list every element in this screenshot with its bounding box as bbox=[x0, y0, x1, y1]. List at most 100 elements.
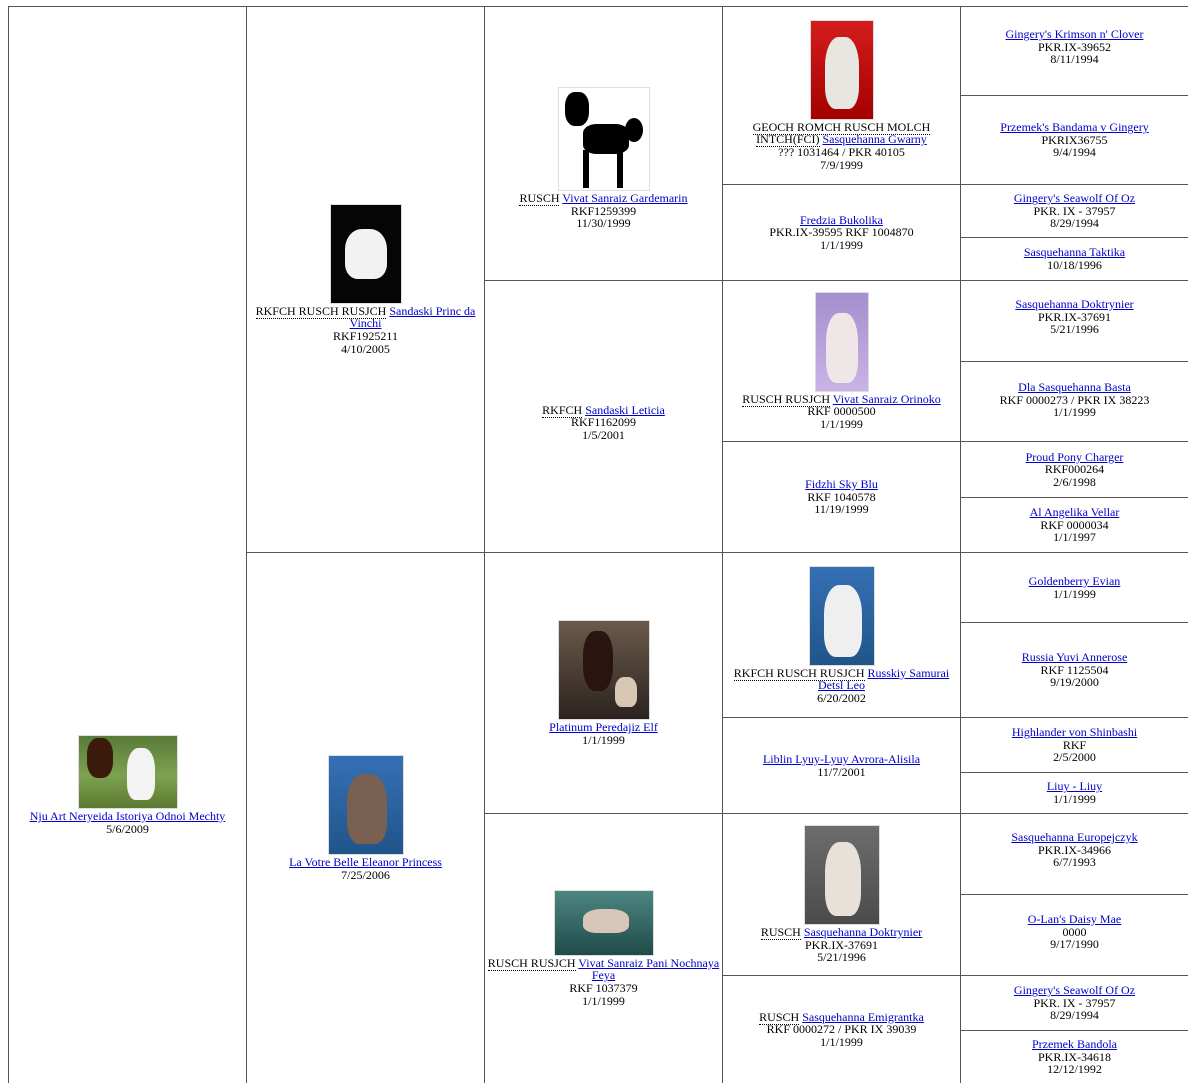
dob-text: 1/1/1999 bbox=[1053, 792, 1096, 806]
reg-text: RKF 1037379 bbox=[569, 981, 638, 995]
dog-photo[interactable] bbox=[803, 825, 880, 926]
dog-name-link[interactable]: Vivat Sanraiz Gardemarin bbox=[562, 191, 688, 206]
g5-cell: Russia Yuvi Annerose RKF 1125504 9/19/20… bbox=[961, 623, 1188, 717]
g5-cell: Przemek Bandola PKR.IX-34618 12/12/1992 bbox=[961, 1031, 1188, 1083]
dob-text: 1/1/1999 bbox=[1053, 405, 1096, 420]
g5-cell: Sasquehanna Europejczyk PKR.IX-34966 6/7… bbox=[961, 814, 1188, 894]
dog-name-link[interactable]: Przemek Bandola bbox=[1032, 1037, 1117, 1052]
dog-name-link[interactable]: Dla Sasquehanna Basta bbox=[1018, 380, 1131, 394]
sss-cell: GEOCH ROMCH RUSCH MOLCH INTCH(FCI) Sasqu… bbox=[723, 7, 960, 184]
title-text: RKFCH bbox=[542, 402, 583, 418]
sdd-cell: Fidzhi Sky Blu RKF 1040578 11/19/1999 bbox=[723, 442, 960, 552]
dob-text: 12/12/1992 bbox=[1047, 1062, 1102, 1077]
dog-name-link[interactable]: Sasquehanna Doktrynier bbox=[803, 925, 923, 940]
dog-photo[interactable] bbox=[327, 754, 404, 855]
dog-name-link[interactable]: O-Lan's Daisy Mae bbox=[1027, 912, 1122, 926]
reg-text: ??? 1031464 / PKR 40105 bbox=[778, 145, 905, 159]
grid-line bbox=[960, 237, 1188, 238]
grid-line bbox=[722, 6, 723, 1083]
dob-text: 7/9/1999 bbox=[820, 157, 863, 172]
dog-name-link[interactable]: Fredzia Bukolika bbox=[800, 212, 883, 227]
dog-name-link[interactable]: Gingery's Seawolf Of Oz bbox=[1013, 191, 1136, 206]
dog-name-link[interactable]: Al Angelika Vellar bbox=[1029, 505, 1120, 520]
grid-line bbox=[246, 552, 1188, 553]
dog-photo[interactable] bbox=[814, 291, 869, 392]
grid-line bbox=[484, 6, 485, 1083]
dog-photo[interactable] bbox=[808, 565, 875, 666]
dob-text: 9/17/1990 bbox=[1050, 937, 1099, 952]
dog-photo[interactable] bbox=[809, 19, 874, 120]
dss-cell: RKFCH RUSCH RUSJCH Russkiy Samurai Detsl… bbox=[723, 553, 960, 717]
g5-cell: Przemek's Bandama v Gingery PKRIX36755 9… bbox=[961, 96, 1188, 184]
title-text: RKFCH RUSCH RUSJCH bbox=[733, 665, 865, 681]
dog-name-link[interactable]: Sandaski Leticia bbox=[585, 402, 665, 417]
dog-name-link[interactable]: Vivat Sanraiz Pani Nochnaya Feya bbox=[578, 955, 720, 983]
title-text: RUSCH RUSJCH bbox=[487, 955, 576, 971]
dog-name-link[interactable]: Highlander von Shinbashi bbox=[1011, 725, 1138, 740]
reg-text: RKF1925211 bbox=[333, 329, 398, 343]
reg-text: RKF bbox=[1062, 737, 1087, 752]
reg-text: PKRIX36755 bbox=[1041, 132, 1108, 147]
reg-text: PKR.IX-37691 bbox=[1037, 309, 1111, 324]
dsd-cell: Liblin Lyuy-Lyuy Avrora-Alisila 11/7/200… bbox=[723, 718, 960, 813]
grid-line bbox=[246, 6, 247, 1083]
g5-cell: Gingery's Krimson n' Clover PKR.IX-39652… bbox=[961, 7, 1188, 95]
title-text: RKFCH RUSCH RUSJCH bbox=[255, 303, 387, 319]
dog-name-link[interactable]: Nju Art Neryeida Istoriya Odnoi Mechty bbox=[29, 808, 226, 823]
sd-cell: RKFCH Sandaski Leticia RKF1162099 1/5/20… bbox=[485, 281, 722, 552]
dog-name-link[interactable]: Sasquehanna Europejczyk bbox=[1011, 830, 1138, 844]
dog-name-link[interactable]: Goldenberry Evian bbox=[1028, 573, 1121, 588]
dog-photo[interactable] bbox=[77, 734, 178, 809]
reg-text: PKR.IX-39595 RKF 1004870 bbox=[769, 225, 914, 240]
dam-cell: La Votre Belle Eleanor Princess 7/25/200… bbox=[247, 553, 484, 1083]
dog-name-link[interactable]: Fidzhi Sky Blu bbox=[805, 477, 878, 492]
dog-name-link[interactable]: Liuy - Liuy bbox=[1046, 779, 1103, 794]
ssd-cell: Fredzia Bukolika PKR.IX-39595 RKF 100487… bbox=[723, 185, 960, 280]
dog-name-link[interactable]: La Votre Belle Eleanor Princess bbox=[289, 854, 442, 869]
dog-name-link[interactable]: Russkiy Samurai Detsl Leo bbox=[818, 665, 950, 693]
dog-name-link[interactable]: Przemek's Bandama v Gingery bbox=[1000, 120, 1149, 135]
dob-text: 9/19/2000 bbox=[1050, 675, 1099, 690]
grid-line bbox=[722, 975, 1188, 976]
grid-line bbox=[722, 184, 1188, 185]
dog-name-link[interactable]: Sasquehanna Gwarny bbox=[822, 132, 927, 147]
reg-text: PKR.IX-34618 bbox=[1037, 1049, 1111, 1064]
dog-name-link[interactable]: Gingery's Krimson n' Clover bbox=[1005, 27, 1144, 41]
dog-name-link[interactable]: Sasquehanna Doktrynier bbox=[1015, 297, 1134, 311]
dob-text: 2/5/2000 bbox=[1053, 750, 1096, 765]
reg-text: PKR. IX - 37957 bbox=[1033, 995, 1116, 1010]
grid-line bbox=[960, 497, 1188, 498]
dog-photo[interactable] bbox=[553, 889, 654, 956]
reg-text: RKF 0000273 / PKR IX 38223 bbox=[999, 392, 1150, 407]
dog-photo[interactable] bbox=[557, 619, 650, 720]
grid-line bbox=[484, 280, 1188, 281]
dob-text: 1/1/1999 bbox=[582, 732, 625, 747]
dog-name-link[interactable]: Proud Pony Charger bbox=[1025, 449, 1124, 464]
grid-line bbox=[484, 813, 1188, 814]
dog-name-link[interactable]: Sandaski Princ da Vinchi bbox=[349, 303, 476, 331]
reg-text: PKR. IX - 37957 bbox=[1033, 203, 1116, 218]
grid-line bbox=[960, 361, 1188, 362]
dob-text: 6/7/1993 bbox=[1053, 855, 1096, 870]
grid-line bbox=[722, 441, 1188, 442]
grid-line bbox=[960, 772, 1188, 773]
dds-cell: RUSCH Sasquehanna Doktrynier PKR.IX-3769… bbox=[723, 814, 960, 975]
dog-photo[interactable] bbox=[329, 203, 402, 304]
dog-name-link[interactable]: Platinum Peredajiz Elf bbox=[549, 719, 658, 734]
dog-name-link[interactable]: Sasquehanna Taktika bbox=[1023, 245, 1126, 260]
reg-text: RKF1162099 bbox=[571, 415, 636, 430]
reg-text: RKF 1125504 bbox=[1040, 662, 1109, 677]
dog-name-link[interactable]: Vivat Sanraiz Orinoko bbox=[832, 391, 941, 406]
dob-text: 11/30/1999 bbox=[576, 216, 631, 231]
dog-name-link[interactable]: Russia Yuvi Annerose bbox=[1021, 650, 1128, 665]
dob-text: 10/18/1996 bbox=[1047, 258, 1102, 272]
dog-name-link[interactable]: Gingery's Seawolf Of Oz bbox=[1013, 983, 1136, 998]
dog-name-link[interactable]: Sasquehanna Emigrantka bbox=[802, 1009, 924, 1024]
dog-name-link[interactable]: Liblin Lyuy-Lyuy Avrora-Alisila bbox=[762, 751, 921, 766]
sire-cell: RKFCH RUSCH RUSJCH Sandaski Princ da Vin… bbox=[247, 7, 484, 552]
dog-silhouette[interactable] bbox=[557, 87, 650, 192]
g5-cell: O-Lan's Daisy Mae 0000 9/17/1990 bbox=[961, 895, 1188, 975]
dob-text: 1/1/1999 bbox=[1053, 586, 1096, 601]
g5-cell: Sasquehanna Doktrynier PKR.IX-37691 5/21… bbox=[961, 281, 1188, 361]
dob-text: 11/19/1999 bbox=[814, 502, 869, 517]
